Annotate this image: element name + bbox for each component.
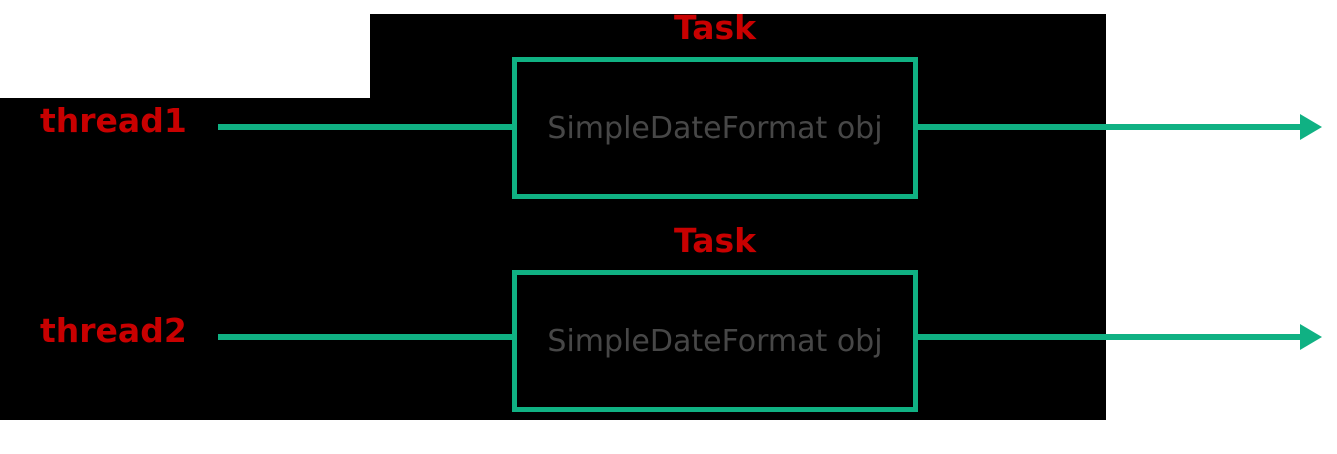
task-box-label-1: SimpleDateFormat obj: [547, 110, 883, 146]
thread-label-1: thread1: [40, 101, 187, 140]
task-box-1[interactable]: SimpleDateFormat obj: [512, 57, 918, 199]
timeline-arrowhead-2: [1300, 324, 1322, 350]
task-caption-2: Task: [673, 221, 757, 260]
timeline-line-1-right: [915, 124, 1305, 130]
timeline-line-2-left: [218, 334, 516, 340]
backdrop-plate-bottom-left: [0, 208, 932, 420]
timeline-line-1-left: [218, 124, 516, 130]
backdrop-plate-top: [370, 14, 1106, 98]
task-box-2[interactable]: SimpleDateFormat obj: [512, 270, 918, 412]
timeline-arrowhead-1: [1300, 114, 1322, 140]
task-box-label-2: SimpleDateFormat obj: [547, 323, 883, 359]
timeline-line-2-right: [915, 334, 1305, 340]
backdrop-plate-upper-band: [0, 98, 1106, 208]
task-caption-1: Task: [673, 8, 757, 47]
thread-label-2: thread2: [40, 311, 187, 350]
